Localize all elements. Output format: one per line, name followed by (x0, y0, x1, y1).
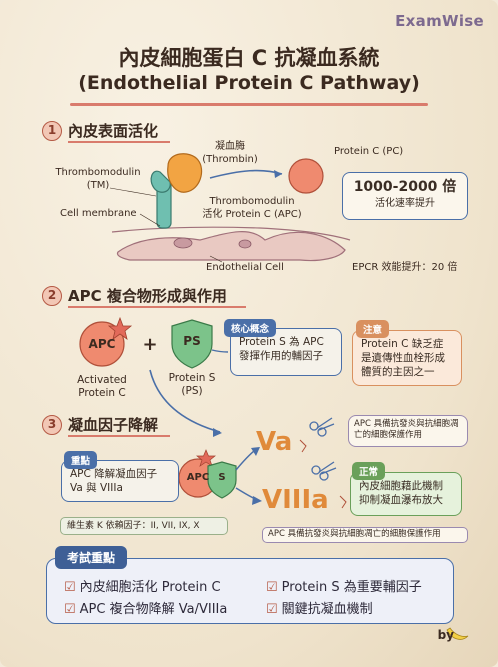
checkbox-icon: ☑ (64, 602, 76, 617)
cell-nucleus-2 (238, 239, 252, 249)
tm-apc-label-line2: 活化 Protein C (APC) (202, 208, 302, 220)
activation-arrow (209, 169, 283, 179)
apc-complex-star-icon (196, 449, 216, 467)
apc-complex-text: APC (186, 472, 210, 483)
exam-item: ☑APC 複合物降解 Va/VIIIa (64, 598, 227, 617)
ps-label: Protein S (PS) (152, 372, 232, 398)
thrombin-label-en: (Thrombin) (202, 153, 258, 165)
activation-rate-caption: 活化速率提升 (375, 197, 435, 209)
crack-mark-viiia (339, 495, 347, 509)
page-title: 內皮細胞蛋白 C 抗凝血系統 (118, 46, 380, 70)
tm-label-line2: (TM) (86, 179, 110, 191)
brand-logo: ExamWise (395, 12, 484, 30)
factor-viiia-label: VIIIa (262, 485, 329, 515)
normal-tag: 正常 (352, 462, 386, 480)
protein-c-shape (288, 158, 324, 194)
tm-label: Thrombomodulin (TM) (52, 167, 144, 192)
checkbox-icon: ☑ (266, 580, 278, 595)
activation-arrow-head (274, 170, 282, 178)
checkbox-icon: ☑ (64, 580, 76, 595)
cell-membrane-line (111, 226, 351, 241)
exam-item: ☑關鍵抗凝血機制 (266, 598, 373, 617)
arrow-to-va-head (251, 447, 260, 456)
exam-item: ☑內皮細胞活化 Protein C (64, 576, 221, 595)
endothelial-cell-label: Endothelial Cell (206, 262, 284, 273)
arrow-to-core (211, 349, 229, 353)
tm-apc-label: Thrombomodulin 活化 Protein C (APC) (196, 196, 308, 221)
title-underline (70, 103, 428, 106)
apc-label-line1: Activated (77, 374, 127, 386)
cell-membrane-label: Cell membrane (60, 208, 137, 219)
s-complex-text: S (218, 472, 226, 483)
crack-mark-va (299, 439, 307, 453)
cell-nucleus (173, 237, 193, 249)
activation-rate-box: 1000-2000 倍 活化速率提升 (342, 172, 468, 220)
note-box: Protein C 缺乏症是遺傳性血栓形成體質的主因之一 (352, 330, 462, 386)
ps-text: PS (183, 334, 201, 348)
epcr-label: EPCR 效能提升：20 倍 (352, 262, 458, 273)
arrow-to-degradation-head (213, 428, 222, 437)
thrombin-label: 凝血脢 (Thrombin) (198, 141, 262, 166)
arrow-to-degradation (149, 369, 221, 433)
thrombomodulin-arm (150, 170, 171, 193)
apc-label: Activated Protein C (62, 374, 142, 400)
note-tag: 注意 (356, 320, 390, 338)
exam-points-tag: 考試重點 (55, 546, 128, 569)
exam-item: ☑Protein S 為重要輔因子 (266, 576, 422, 595)
apc-star-icon (107, 316, 133, 340)
factor-va-label: Va (256, 427, 293, 457)
activation-rate-value: 1000-2000 倍 (353, 179, 457, 195)
section-3-title: 凝血因子降解 (68, 416, 159, 434)
core-concept-box: Protein S 為 APC 發揮作用的輔因子 (230, 328, 342, 376)
section-2-underline (68, 306, 246, 308)
core-concept-tag: 核心概念 (224, 319, 277, 337)
protein-c-label: Protein C (PC) (334, 146, 404, 157)
thrombin-shape (167, 153, 203, 193)
scissors-icon-bottom (311, 461, 337, 481)
thrombin-label-zh: 凝血脢 (215, 141, 245, 152)
exam-item-text: 內皮細胞活化 Protein C (79, 580, 221, 595)
apc-label-line2: Protein C (78, 387, 126, 400)
section-3-underline (68, 435, 170, 437)
leader-membrane (139, 213, 161, 227)
footer-byline: by (437, 628, 454, 642)
plus-sign: + (142, 334, 158, 355)
apc-circle (79, 321, 125, 367)
cytoprotection-note-top: APC 具備抗發炎與抗細胞凋亡的細胞保護作用 (348, 415, 468, 447)
page-subtitle: (Endothelial Protein C Pathway) (78, 72, 420, 94)
section-1-underline (68, 141, 170, 143)
exam-item-text: 關鍵抗凝血機制 (281, 602, 373, 617)
arrow-to-viiia-head (252, 496, 262, 505)
banana-icon (446, 627, 469, 640)
cytoprotection-note-bottom: APC 具備抗發炎與抗細胞凋亡的細胞保護作用 (262, 527, 468, 543)
section-1-title: 內皮表面活化 (68, 122, 159, 140)
scissors-icon-top (309, 417, 335, 437)
ps-label-line2: (PS) (181, 385, 203, 398)
tm-apc-label-line1: Thrombomodulin (209, 196, 295, 207)
section-1-number: 1 (42, 121, 62, 141)
vitamin-k-note: 維生素 K 依賴因子：II, VII, IX, X (60, 517, 228, 535)
checkbox-icon: ☑ (266, 602, 278, 617)
ps-label-line1: Protein S (168, 372, 216, 384)
section-2-title: APC 複合物形成與作用 (68, 287, 227, 305)
s-shield (207, 461, 237, 499)
leader-tm (109, 187, 157, 197)
exam-item-text: APC 複合物降解 Va/VIIIa (79, 602, 228, 617)
exam-item-text: Protein S 為重要輔因子 (281, 580, 422, 595)
apc-text: APC (88, 337, 116, 351)
exam-points-box (46, 558, 454, 624)
tm-label-line1: Thrombomodulin (55, 167, 141, 178)
ps-shield (171, 319, 213, 369)
section-3-number: 3 (42, 415, 62, 435)
endothelial-cell-shape (116, 231, 346, 262)
section-2-number: 2 (42, 286, 62, 306)
leader-endothelial (209, 255, 223, 263)
key-point-tag: 重點 (64, 451, 98, 469)
